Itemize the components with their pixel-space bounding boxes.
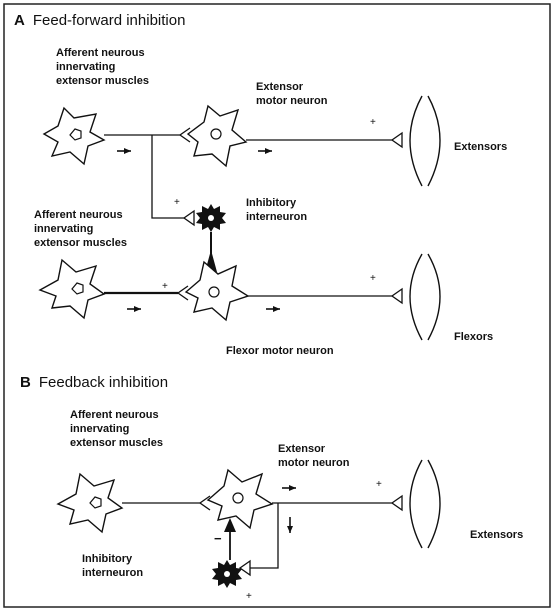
inhibitory-terminal-b <box>224 518 236 532</box>
panel-a-letter: A <box>14 12 25 29</box>
flexor-muscle <box>410 254 440 340</box>
label-flexor-motor: Flexor motor neuron <box>226 344 334 358</box>
sign-plus-extensor-b: + <box>376 480 382 490</box>
afferent-neuron-bottom <box>40 260 104 318</box>
label-extensors-a: Extensors <box>454 140 507 154</box>
extensor-motor-neuron-b <box>208 470 272 528</box>
afferent-neuron-top <box>44 108 104 164</box>
sign-plus-renshaw: + <box>246 592 252 602</box>
label-inhibitory-b: Inhibitory interneuron <box>82 552 143 580</box>
extensor-muscle-b <box>410 460 440 548</box>
sign-plus-extensor-a: + <box>370 118 376 128</box>
panel-a-title: Feed-forward inhibition <box>33 12 186 29</box>
sign-plus-flexor-input: + <box>162 282 168 292</box>
panel-a-heading: A Feed-forward inhibition <box>14 12 185 30</box>
nmj-extensor-a <box>392 133 402 147</box>
nmj-extensor-b <box>392 496 402 510</box>
panel-b-letter: B <box>20 374 31 391</box>
sign-plus-flexor-nmj: + <box>370 274 376 284</box>
flexor-motor-neuron <box>186 262 248 320</box>
synapse-renshaw <box>240 561 250 575</box>
label-afferent-top: Afferent neurous innervating extensor mu… <box>56 46 149 88</box>
label-afferent-b: Afferent neurous innervating extensor mu… <box>70 408 163 450</box>
inhibitory-interneuron-a <box>196 204 226 232</box>
label-inhibitory-a: Inhibitory interneuron <box>246 196 307 224</box>
sign-minus-inhibition: − <box>214 534 222 544</box>
label-extensor-motor-b: Extensor motor neuron <box>278 442 350 470</box>
synapse-extensor-b <box>200 496 210 510</box>
sign-plus-interneuron: + <box>174 198 180 208</box>
afferent-neuron-b <box>58 474 122 532</box>
label-flexors: Flexors <box>454 330 493 344</box>
nmj-flexor <box>392 289 402 303</box>
panel-b-title: Feedback inhibition <box>39 374 168 391</box>
label-afferent-bottom: Afferent neurous innervating extensor mu… <box>34 208 127 250</box>
label-extensors-b: Extensors <box>470 528 523 542</box>
extensor-muscle-a <box>410 96 440 186</box>
inhibitory-interneuron-b <box>212 560 242 588</box>
synapse-to-interneuron <box>184 211 194 225</box>
extensor-motor-neuron-a <box>188 106 246 166</box>
label-extensor-motor-a: Extensor motor neuron <box>256 80 328 108</box>
panel-b-heading: B Feedback inhibition <box>20 374 168 392</box>
